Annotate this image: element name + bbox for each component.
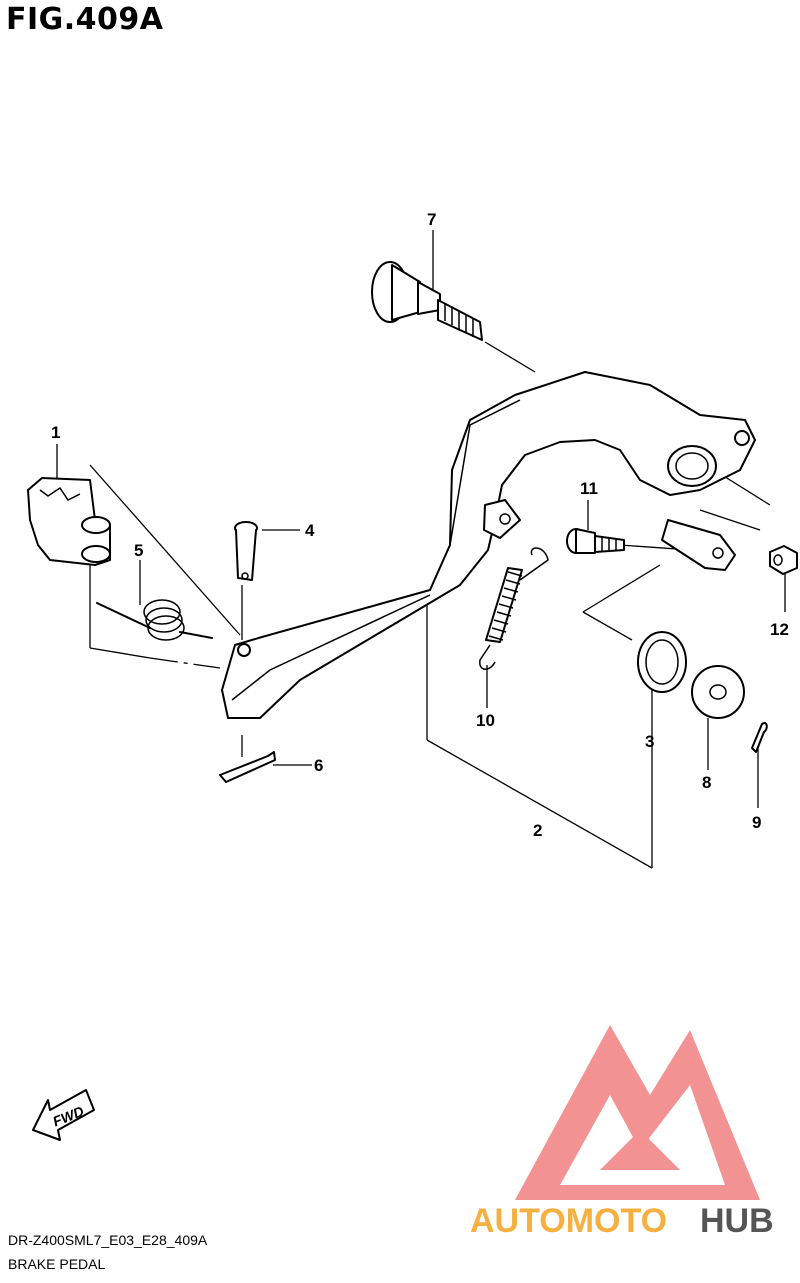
diagram-code: DR-Z400SML7_E03_E28_409A	[8, 1232, 208, 1248]
fwd-arrow-icon: FWD	[32, 1089, 95, 1141]
washer	[691, 665, 745, 719]
callout-7: 7	[427, 210, 436, 229]
cotter-pin-large	[751, 722, 768, 753]
torsion-spring	[96, 599, 213, 641]
clevis-pin	[234, 521, 258, 581]
callout-3: 3	[645, 732, 654, 751]
callout-12: 12	[770, 620, 789, 639]
diagram-caption: BRAKE PEDAL	[8, 1256, 106, 1272]
cotter-pin-small	[219, 751, 276, 783]
callout-6: 6	[314, 756, 323, 775]
spring-bolt	[566, 528, 625, 554]
oil-seal	[637, 631, 687, 693]
watermark-text-automoto: AUTOMOTO	[470, 1202, 667, 1240]
callout-5: 5	[134, 541, 143, 560]
leader-lines	[56, 230, 786, 869]
watermark-logo	[515, 1025, 760, 1200]
return-spring	[479, 547, 549, 670]
callout-8: 8	[702, 773, 711, 792]
nut	[769, 545, 798, 575]
brake-pedal-arm	[221, 371, 756, 719]
figure-title: FIG.409A	[6, 2, 164, 37]
callout-10: 10	[476, 711, 495, 730]
watermark-text-hub: HUB	[700, 1202, 774, 1240]
callout-4: 4	[305, 521, 315, 540]
callout-1: 1	[51, 423, 60, 442]
callout-9: 9	[752, 813, 761, 832]
callout-2: 2	[533, 821, 542, 840]
clevis	[27, 477, 111, 566]
callout-11: 11	[580, 479, 598, 498]
pivot-bolt	[371, 261, 483, 341]
link-plate	[661, 519, 736, 571]
